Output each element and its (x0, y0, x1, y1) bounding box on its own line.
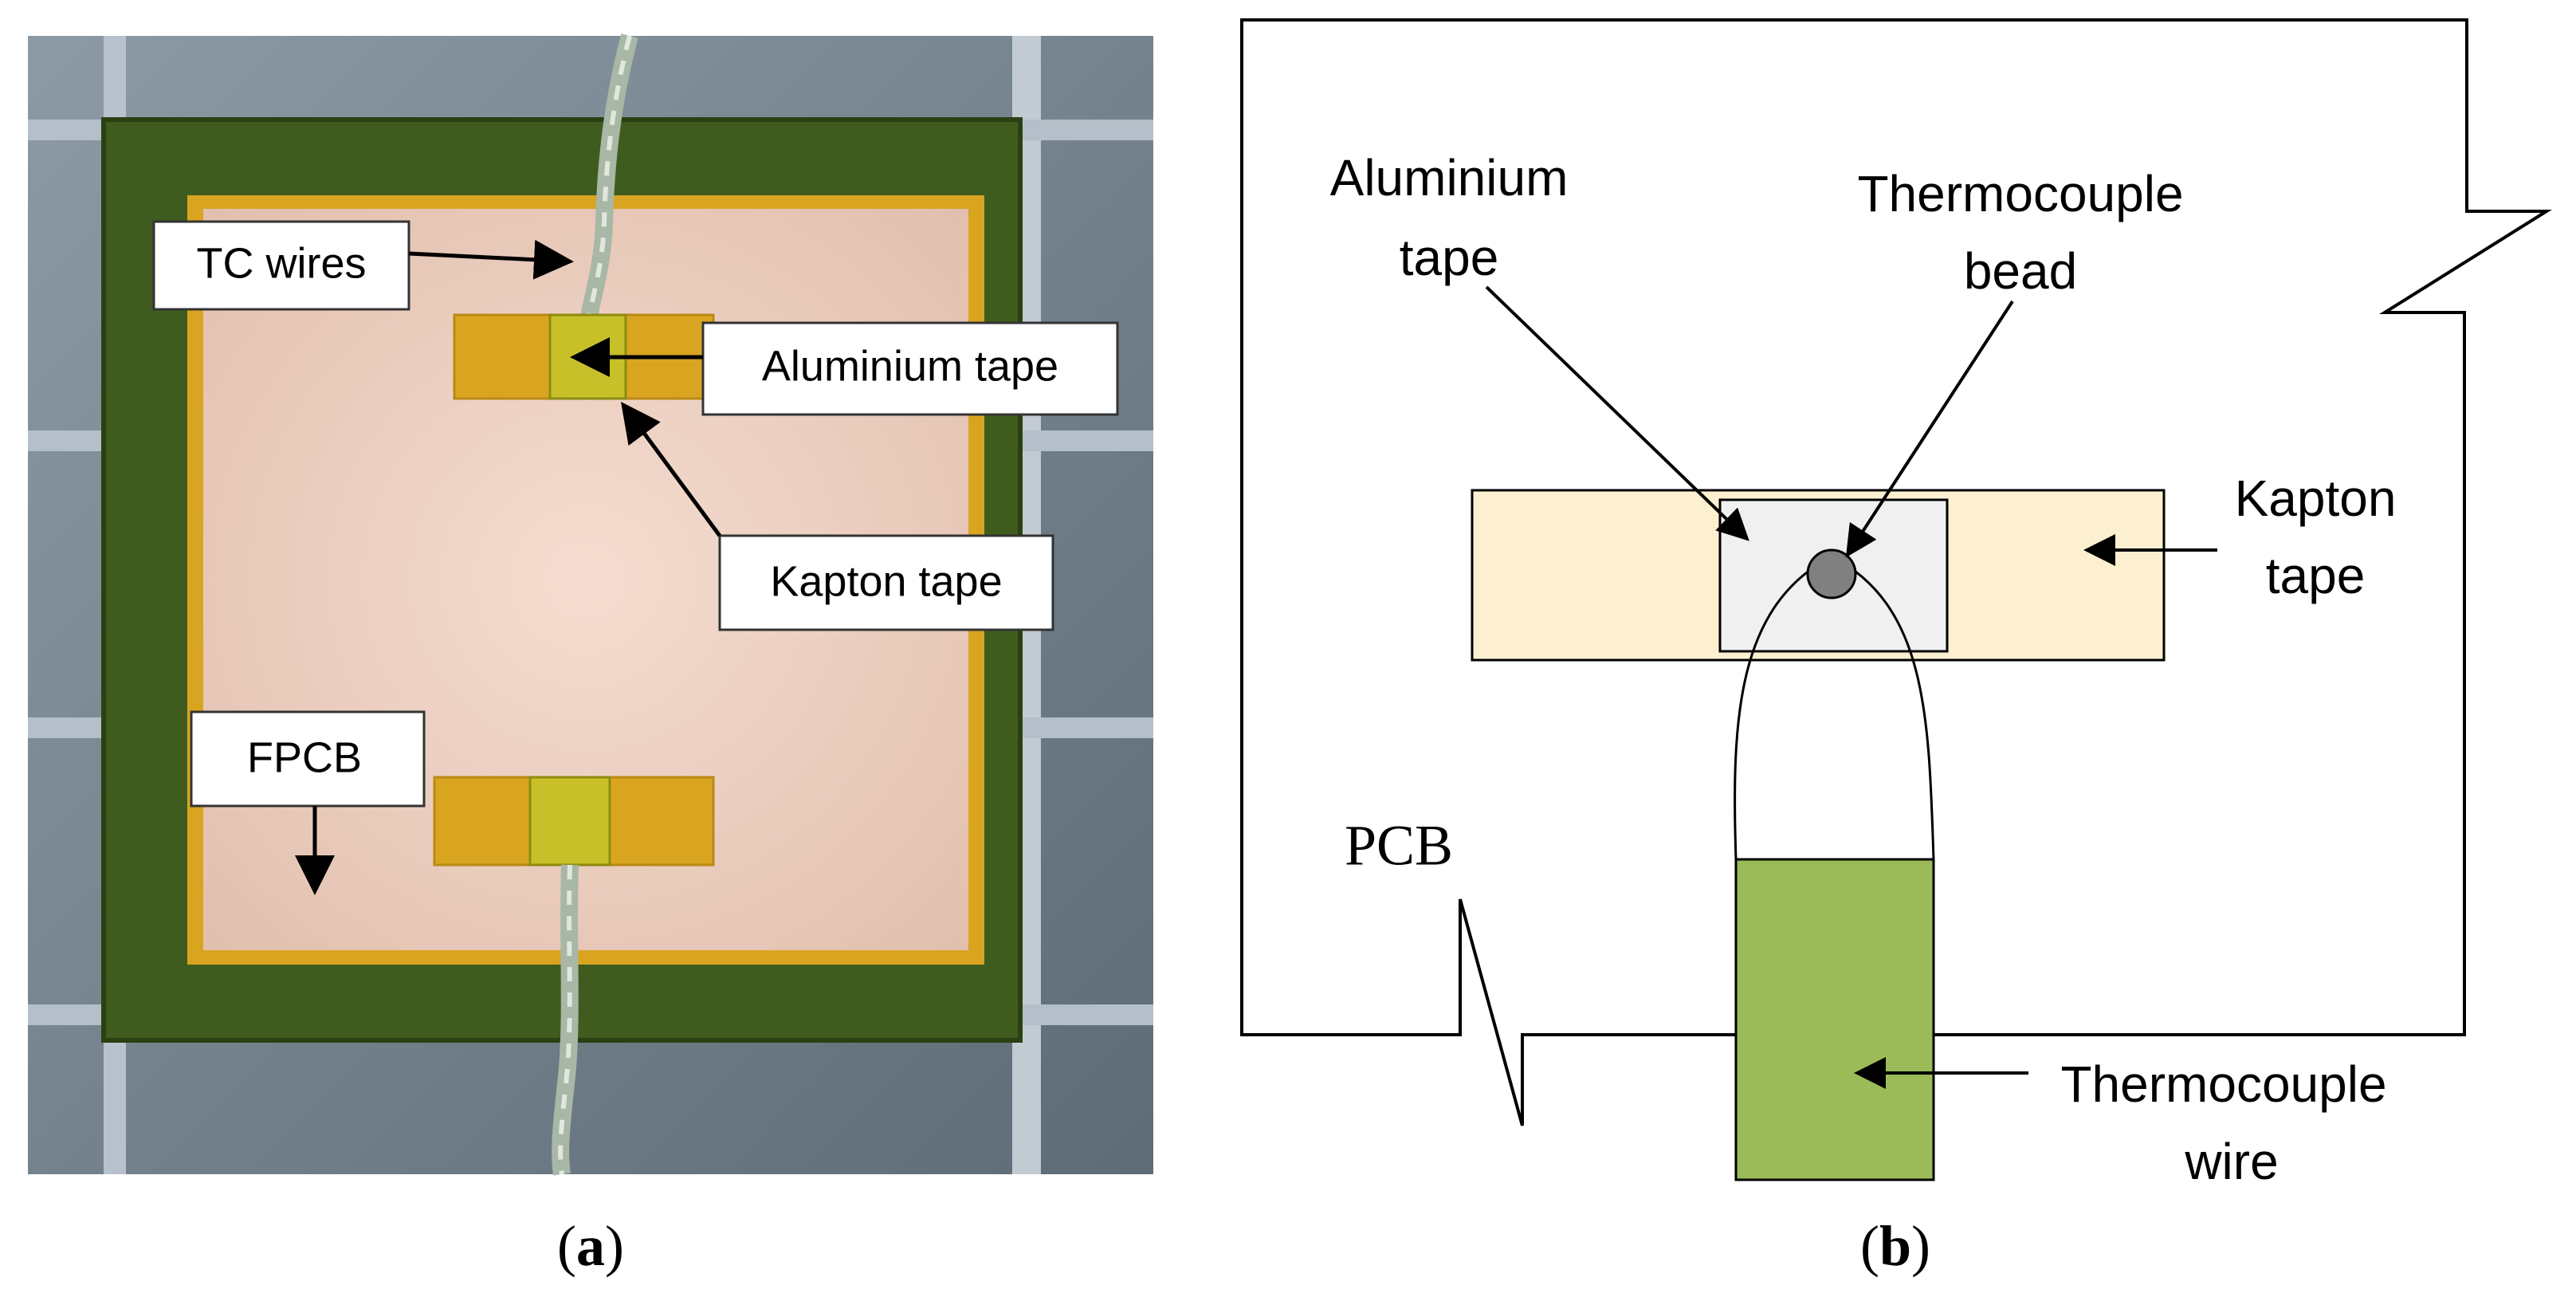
caption-b: (b) (1860, 1214, 1930, 1278)
label-kapton-line1: Kapton (2235, 470, 2397, 527)
arrow-tc-wires (408, 239, 574, 280)
label-kapton-line2: tape (2266, 547, 2366, 604)
panel-b-diagram: Aluminium tape Thermocouple bead Kapton … (1240, 18, 2552, 1190)
label-tc-wires: TC wires (197, 239, 367, 287)
label-aluminium-line2: tape (1400, 229, 1499, 286)
panel-a-photo: TC wires Aluminium tape Kapton tape FPCB (28, 33, 1153, 1176)
thermocouple-bead (1806, 548, 1857, 599)
arrow-aluminium (1485, 285, 1749, 541)
caption-a: (a) (557, 1214, 624, 1278)
label-bead-line2: bead (1964, 242, 2077, 300)
arrow-kapton-tape (621, 401, 722, 537)
label-box-tc-wires (152, 220, 410, 311)
label-pcb: PCB (1345, 814, 1453, 878)
label-wire-line1: Thermocouple (2060, 1055, 2386, 1113)
label-box-aluminium-tape (701, 321, 1119, 416)
label-box-kapton-tape (718, 534, 1054, 631)
label-kapton-tape: Kapton tape (770, 557, 1002, 605)
label-aluminium-line1: Aluminium (1330, 149, 1569, 206)
label-wire-line2: wire (2184, 1133, 2278, 1190)
label-bead-line1: Thermocouple (1857, 165, 2183, 222)
label-fpcb: FPCB (247, 733, 362, 781)
arrow-bead (1845, 300, 2014, 558)
label-aluminium-tape: Aluminium tape (762, 342, 1058, 390)
thermocouple-wire-rect (1734, 858, 1935, 1181)
aluminium-foil-bottom (528, 776, 611, 867)
label-box-fpcb (190, 710, 426, 808)
